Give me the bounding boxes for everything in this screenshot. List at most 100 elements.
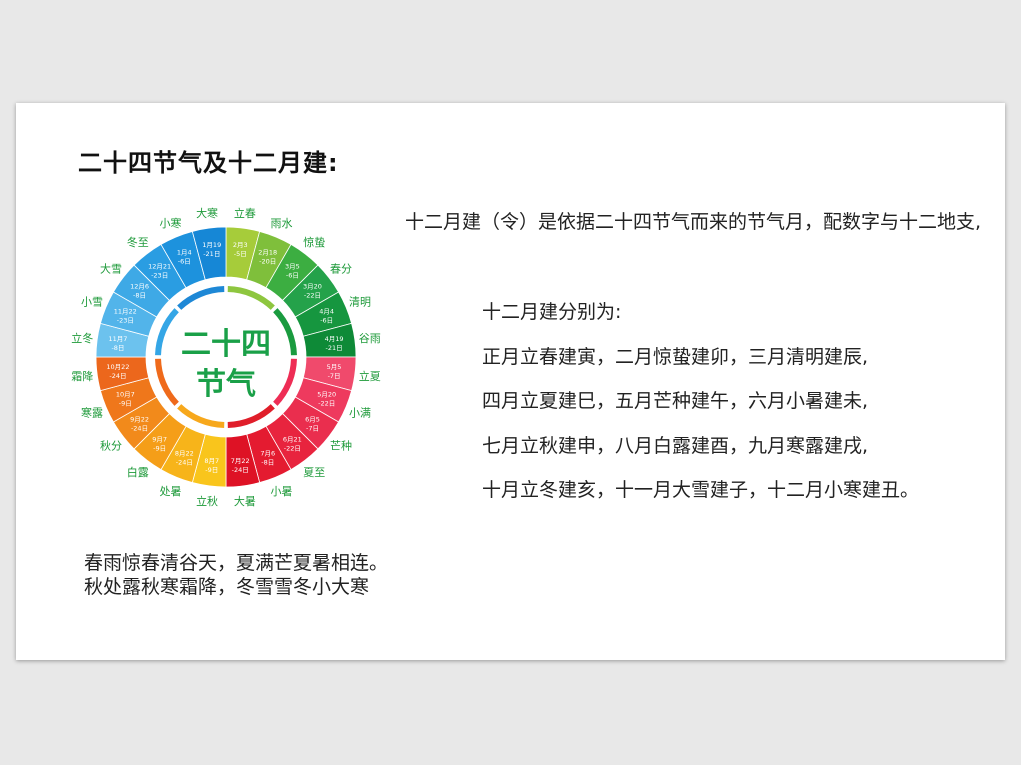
- month-list: 十二月建分别为: 正月立春建寅，二月惊蛰建卯，三月清明建辰, 四月立夏建巳，五月…: [482, 299, 919, 522]
- segment-date-start: 9月7: [152, 435, 167, 443]
- wheel-inner-ring: [147, 278, 305, 436]
- mnemonic-line: 春雨惊春清谷天，夏满芒夏暑相连。: [84, 552, 389, 574]
- segment-date-end: -22日: [284, 444, 301, 452]
- segment-date-start: 9月22: [130, 415, 149, 423]
- month-list-heading: 十二月建分别为:: [482, 301, 622, 323]
- segment-date-end: -21日: [203, 250, 220, 258]
- term-label: 小雪: [81, 296, 103, 309]
- segment-date-start: 8月22: [175, 450, 194, 458]
- term-label: 冬至: [127, 235, 149, 249]
- mnemonic-verse: 春雨惊春清谷天，夏满芒夏暑相连。 秋处露秋寒霜降，冬雪雪冬小大寒: [84, 551, 388, 599]
- segment-date-end: -23日: [151, 272, 168, 280]
- segment-date-end: -24日: [131, 424, 148, 432]
- segment-date-start: 1月19: [202, 241, 221, 249]
- segment-date-end: -22日: [304, 292, 321, 300]
- term-label: 白露: [127, 465, 149, 479]
- segment-date-start: 12月21: [148, 263, 171, 271]
- segment-date-end: -7日: [306, 424, 319, 432]
- segment-date-end: -5日: [234, 250, 247, 258]
- segment-date-start: 4月19: [325, 335, 344, 343]
- term-label: 立夏: [359, 369, 381, 383]
- segment-date-start: 7月6: [260, 450, 275, 458]
- segment-date-end: -9日: [205, 466, 218, 474]
- wheel-center-title-line2: 节气: [196, 367, 256, 402]
- term-label: 清明: [349, 296, 371, 309]
- segment-date-start: 11月7: [108, 335, 127, 343]
- term-label: 谷雨: [359, 332, 381, 345]
- segment-date-end: -8日: [111, 344, 124, 352]
- segment-date-start: 5月20: [317, 391, 336, 399]
- term-label: 夏至: [303, 466, 325, 479]
- term-label: 霜降: [71, 369, 93, 383]
- term-label: 春分: [330, 263, 352, 276]
- intro-text: 十二月建（令）是依据二十四节气而来的节气月，配数字与十二地支,: [405, 211, 982, 233]
- wheel-center-disc: [147, 278, 305, 436]
- term-label: 大寒: [196, 207, 218, 220]
- term-label: 立春: [234, 207, 256, 220]
- term-label: 寒露: [81, 405, 103, 419]
- segment-date-end: -24日: [109, 372, 126, 380]
- season-ring-arc: [177, 286, 225, 310]
- term-label: 处暑: [160, 485, 182, 498]
- segment-date-end: -7日: [328, 372, 341, 380]
- month-list-line: 四月立夏建巳，五月芒种建午，六月小暑建未,: [482, 390, 869, 413]
- segment-date-end: -6日: [178, 257, 191, 265]
- segment-date-end: -8日: [261, 459, 274, 467]
- wheel-center-title-line1: 二十四: [181, 327, 271, 362]
- segment-date-start: 10月7: [116, 391, 135, 399]
- segment-date-start: 10月22: [106, 363, 129, 371]
- term-label: 秋分: [100, 438, 122, 452]
- term-label: 立冬: [71, 331, 93, 345]
- segment-date-end: -6日: [320, 316, 333, 324]
- segment-date-start: 3月5: [285, 263, 300, 271]
- segment-date-start: 2月3: [233, 241, 248, 249]
- season-ring-arc: [227, 286, 275, 310]
- segment-date-end: -22日: [318, 400, 335, 408]
- segment-date-start: 2月18: [258, 248, 277, 256]
- segment-date-end: -20日: [259, 257, 276, 265]
- season-ring-arc: [273, 308, 297, 356]
- month-list-line: 七月立秋建申，八月白露建酉，九月寒露建戌,: [482, 434, 869, 457]
- segment-date-end: -21日: [326, 344, 343, 352]
- segment-date-start: 12月6: [130, 283, 149, 291]
- segment-date-start: 7月22: [231, 457, 250, 465]
- segment-date-start: 11月22: [114, 307, 137, 315]
- segment-date-start: 1月4: [177, 248, 192, 256]
- term-label: 芒种: [330, 438, 352, 452]
- segment-date-start: 4月4: [319, 307, 334, 315]
- wheel-segment: [191, 226, 227, 281]
- season-ring-arc: [155, 358, 179, 406]
- month-list-line: 正月立春建寅，二月惊蛰建卯，三月清明建辰,: [482, 345, 869, 368]
- term-label: 大暑: [234, 494, 256, 507]
- segment-date-end: -9日: [153, 444, 166, 452]
- segment-date-start: 8月7: [204, 457, 219, 465]
- season-ring-arc: [155, 308, 179, 356]
- term-label: 大雪: [100, 262, 122, 276]
- segment-date-end: -24日: [232, 466, 249, 474]
- segment-date-end: -23日: [117, 316, 134, 324]
- segment-date-end: -8日: [133, 292, 146, 300]
- term-label: 雨水: [270, 217, 292, 230]
- term-label: 立秋: [196, 494, 218, 507]
- slide-title: 二十四节气及十二月建:: [78, 149, 339, 177]
- season-ring-arc: [177, 404, 225, 428]
- segment-date-start: 5月5: [327, 363, 342, 371]
- segment-date-start: 3月20: [303, 283, 322, 291]
- term-label: 小暑: [270, 485, 292, 498]
- season-ring-arc: [227, 404, 275, 428]
- segment-date-end: -24日: [176, 459, 193, 467]
- term-label: 小满: [349, 406, 371, 419]
- term-label: 惊蛰: [303, 235, 325, 249]
- segment-date-start: 6月21: [283, 435, 302, 443]
- term-label: 小寒: [160, 216, 182, 230]
- season-ring-arc: [273, 358, 297, 406]
- segment-date-end: -6日: [286, 272, 299, 280]
- segment-date-start: 6月5: [305, 415, 320, 423]
- mnemonic-line: 秋处露秋寒霜降，冬雪雪冬小大寒: [84, 576, 370, 598]
- segment-date-end: -9日: [119, 400, 132, 408]
- month-list-line: 十月立冬建亥，十一月大雪建子，十二月小寒建丑。: [482, 479, 920, 502]
